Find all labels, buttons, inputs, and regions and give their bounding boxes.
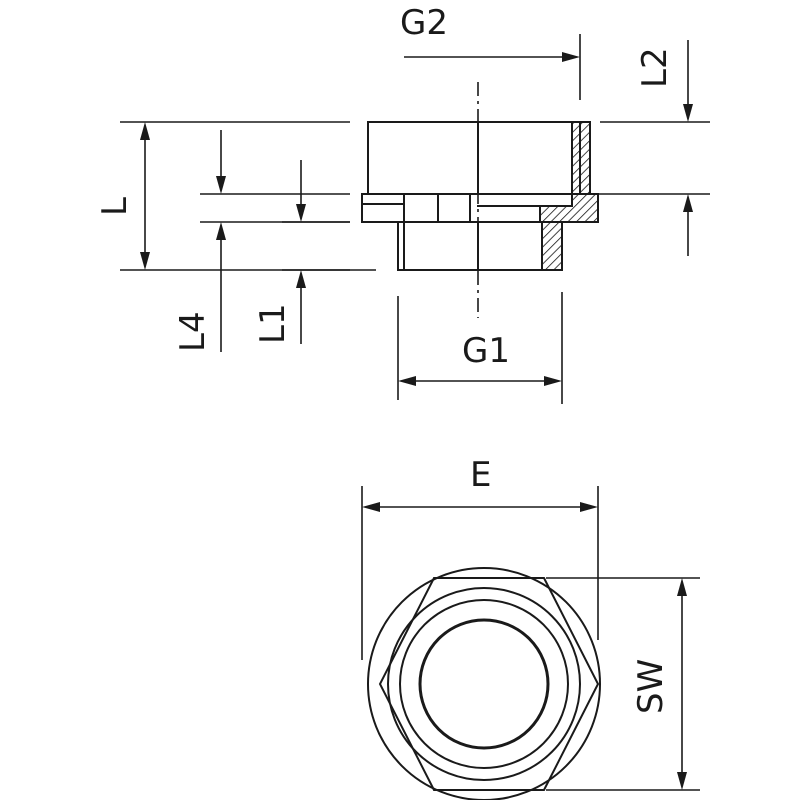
label-l2: L2 — [635, 47, 675, 88]
dimension-e: E — [361, 455, 599, 660]
dimension-l4: L4 — [173, 130, 350, 352]
bore-circle — [418, 618, 550, 750]
label-l1: L1 — [253, 303, 293, 344]
label-e: E — [470, 455, 491, 495]
dimension-sw: SW — [546, 577, 700, 791]
section-hatch-upper — [571, 121, 591, 195]
side-view — [361, 82, 599, 318]
dimension-g1: G1 — [397, 292, 563, 404]
section-hatch-flange — [539, 193, 599, 271]
label-sw: SW — [631, 659, 671, 714]
dimension-l1: L1 — [253, 160, 376, 344]
dimension-l2: L2 — [598, 40, 710, 256]
dimension-l: L — [95, 121, 350, 271]
label-g1: G1 — [462, 331, 510, 371]
front-view — [367, 567, 601, 800]
label-l4: L4 — [173, 311, 213, 352]
dimension-g2: G2 — [400, 3, 581, 100]
hexagon-outline — [378, 577, 600, 791]
label-l: L — [95, 197, 135, 216]
label-g2: G2 — [400, 3, 448, 43]
